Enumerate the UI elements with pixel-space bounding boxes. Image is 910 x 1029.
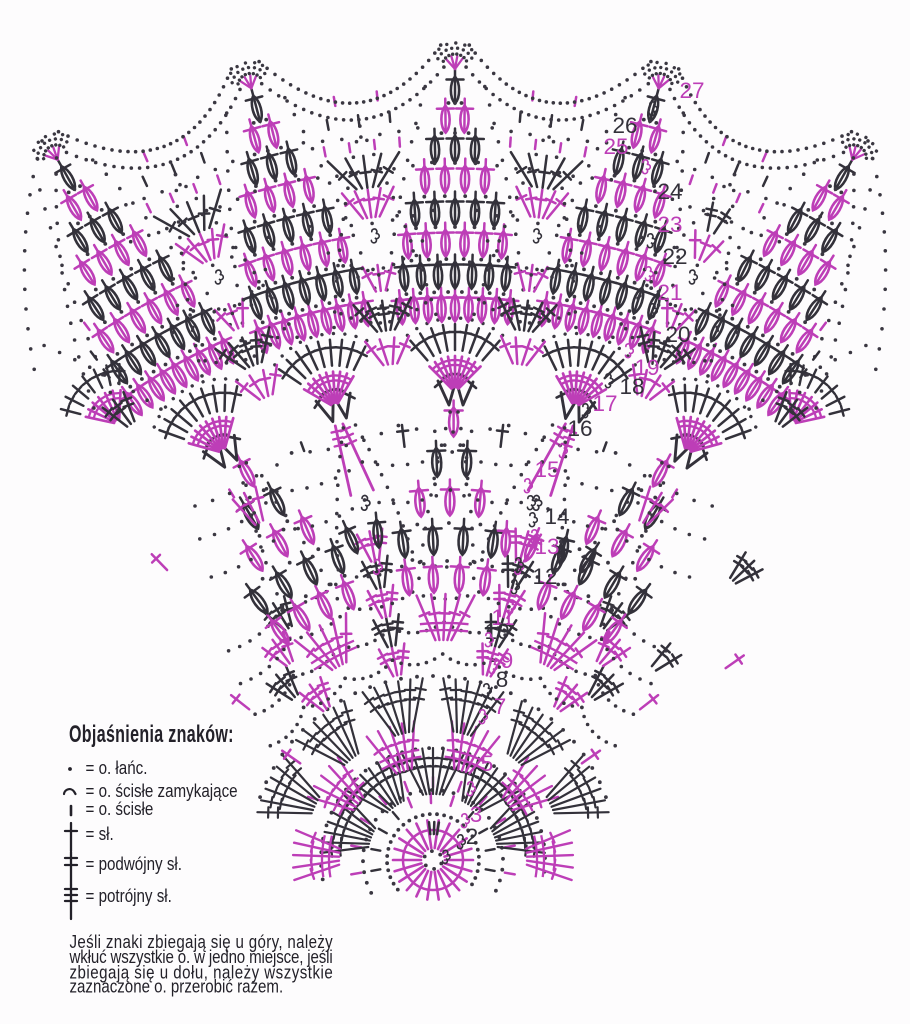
svg-text:= o. łańc.: = o. łańc. <box>86 758 148 779</box>
svg-text:22: 22 <box>662 244 687 269</box>
svg-text:15: 15 <box>534 457 559 482</box>
svg-text:5: 5 <box>481 751 494 776</box>
svg-text:21: 21 <box>657 280 682 305</box>
svg-text:25: 25 <box>603 134 628 159</box>
svg-text:17: 17 <box>592 391 617 416</box>
svg-text:10: 10 <box>484 619 509 644</box>
svg-text:14: 14 <box>544 504 569 529</box>
svg-text:24: 24 <box>657 179 682 204</box>
svg-text:= sł.: = sł. <box>86 824 114 845</box>
svg-text:23: 23 <box>657 212 682 237</box>
svg-text:zaznaczone o. przerobić razem.: zaznaczone o. przerobić razem. <box>70 976 284 997</box>
svg-text:27: 27 <box>679 78 704 103</box>
svg-text:8: 8 <box>496 667 509 692</box>
svg-text:Objaśnienia znaków:: Objaśnienia znaków: <box>69 721 234 748</box>
svg-text:12: 12 <box>532 564 557 589</box>
svg-text:13: 13 <box>534 534 559 559</box>
svg-text:20: 20 <box>665 322 690 347</box>
svg-text:2: 2 <box>466 824 479 849</box>
svg-text:= potrójny sł.: = potrójny sł. <box>86 886 172 907</box>
svg-text:7: 7 <box>494 694 507 719</box>
svg-text:16: 16 <box>567 416 592 441</box>
svg-text:= o. ścisłe: = o. ścisłe <box>86 799 154 820</box>
svg-text:= podwójny sł.: = podwójny sł. <box>86 854 182 875</box>
svg-text:18: 18 <box>619 374 644 399</box>
